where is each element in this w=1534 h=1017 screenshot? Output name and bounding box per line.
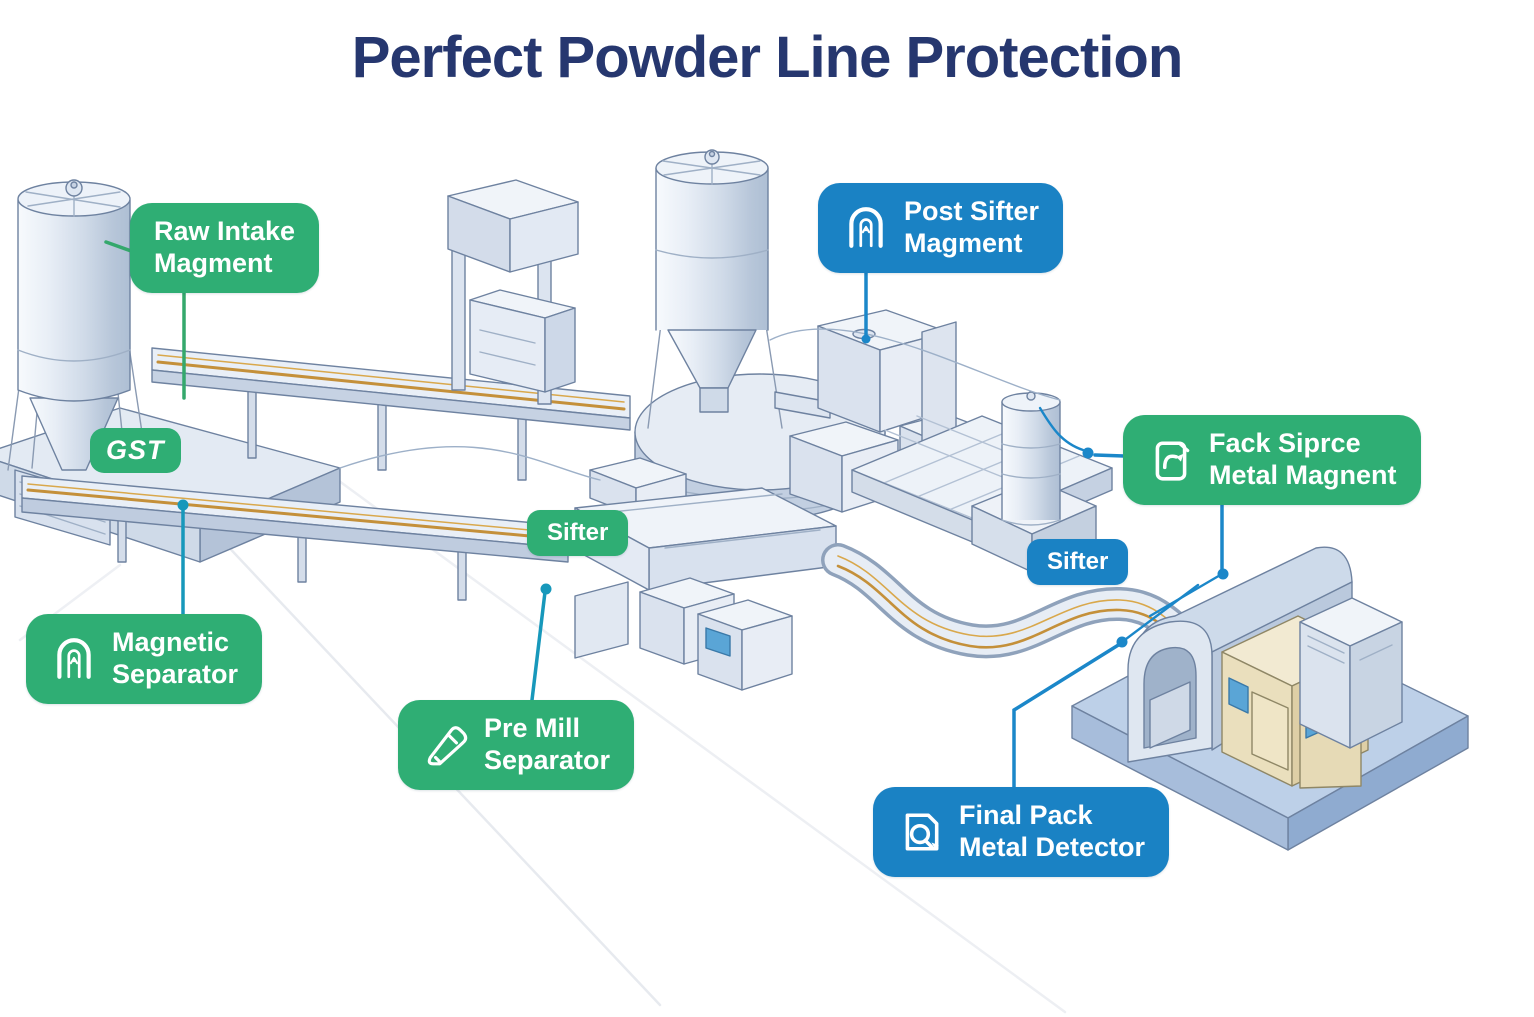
leader-lines xyxy=(104,240,1229,790)
callout-pack-spice-metal-magment: Fack Siprce Metal Magnent xyxy=(1123,415,1421,505)
callout-label: Metal Detector xyxy=(959,831,1146,862)
callout-pre-mill-separator: Pre Mill Separator xyxy=(398,700,635,790)
gantry-machine xyxy=(447,179,579,405)
pack-control-cabinet xyxy=(1299,597,1403,749)
leader-pre-mill xyxy=(530,590,547,702)
upper-conveyor xyxy=(151,347,631,481)
leader-final-pack xyxy=(1012,583,1200,790)
s-curve-conveyor xyxy=(821,543,1199,659)
callout-sifter-mid: Sifter xyxy=(527,510,629,557)
wire-accents xyxy=(339,328,1061,481)
callout-label: Fack Siprce xyxy=(1209,428,1361,458)
pen-icon xyxy=(422,721,470,769)
page-title: Perfect Powder Line Protection xyxy=(351,25,1184,90)
detector-icon xyxy=(897,808,945,856)
sifter-cylinder xyxy=(971,391,1097,573)
callout-magnetic-separator: Magnetic Separator xyxy=(26,614,263,704)
callout-label: Post Sifter xyxy=(904,196,1040,226)
callout-label: Pre Mill xyxy=(484,713,581,743)
callout-post-sifter-magment: Post Sifter Magment xyxy=(818,183,1064,273)
magnet-icon xyxy=(842,204,890,252)
leader-raw-intake xyxy=(104,240,186,400)
callout-raw-intake-magment: Raw Intake Magment xyxy=(130,203,320,293)
callout-label: Separator xyxy=(112,658,239,689)
raw-intake-silo xyxy=(7,179,149,473)
magnet-icon xyxy=(50,635,98,683)
callout-label: Separator xyxy=(484,744,611,775)
magnet-card-icon xyxy=(1147,436,1195,484)
callout-label: Sifter xyxy=(547,519,609,546)
callout-label: Metal Magnent xyxy=(1209,459,1397,490)
callout-label: Magment xyxy=(154,247,273,278)
callout-label: Raw Intake xyxy=(154,216,296,246)
gst-badge: GST xyxy=(90,428,181,473)
callout-label: Final Pack xyxy=(959,800,1093,830)
callout-label: Magnetic xyxy=(112,627,230,657)
callout-label: Magment xyxy=(904,227,1023,258)
lower-conveyor xyxy=(21,475,569,601)
main-hopper-tank xyxy=(647,149,783,429)
callout-sifter-right: Sifter xyxy=(1027,539,1129,586)
callout-label: Sifter xyxy=(1047,548,1109,575)
callout-final-pack-metal-detector: Final Pack Metal Detector xyxy=(873,787,1170,877)
